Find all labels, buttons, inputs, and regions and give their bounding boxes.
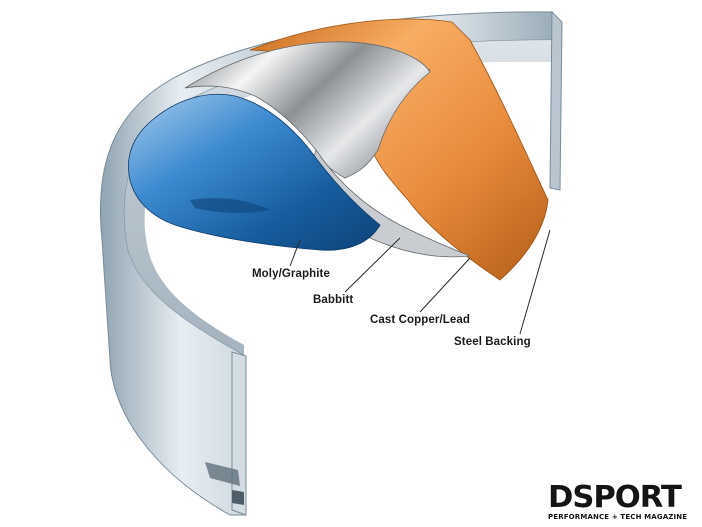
leader-line-steel [519, 229, 551, 335]
label-babbitt: Babbitt [313, 294, 354, 306]
dsport-logo: DSPORT PERFORMANCE + TECH MAGAZINE [548, 480, 694, 522]
leader-line-copper [419, 257, 471, 313]
logo-tagline: PERFORMANCE + TECH MAGAZINE [548, 513, 688, 521]
moly-graphite-layer [128, 93, 381, 251]
label-moly-graphite: Moly/Graphite [252, 268, 330, 280]
leader-line-moly [289, 239, 301, 267]
leader-line-babbitt [344, 237, 401, 293]
label-steel-backing: Steel Backing [454, 336, 531, 348]
cast-copper-lead-layer [249, 18, 549, 281]
logo-wordmark: DSPORT [548, 480, 682, 515]
steel-backing-shell [99, 10, 563, 516]
leader-lines [289, 229, 551, 335]
label-cast-copper-lead: Cast Copper/Lead [370, 314, 471, 326]
